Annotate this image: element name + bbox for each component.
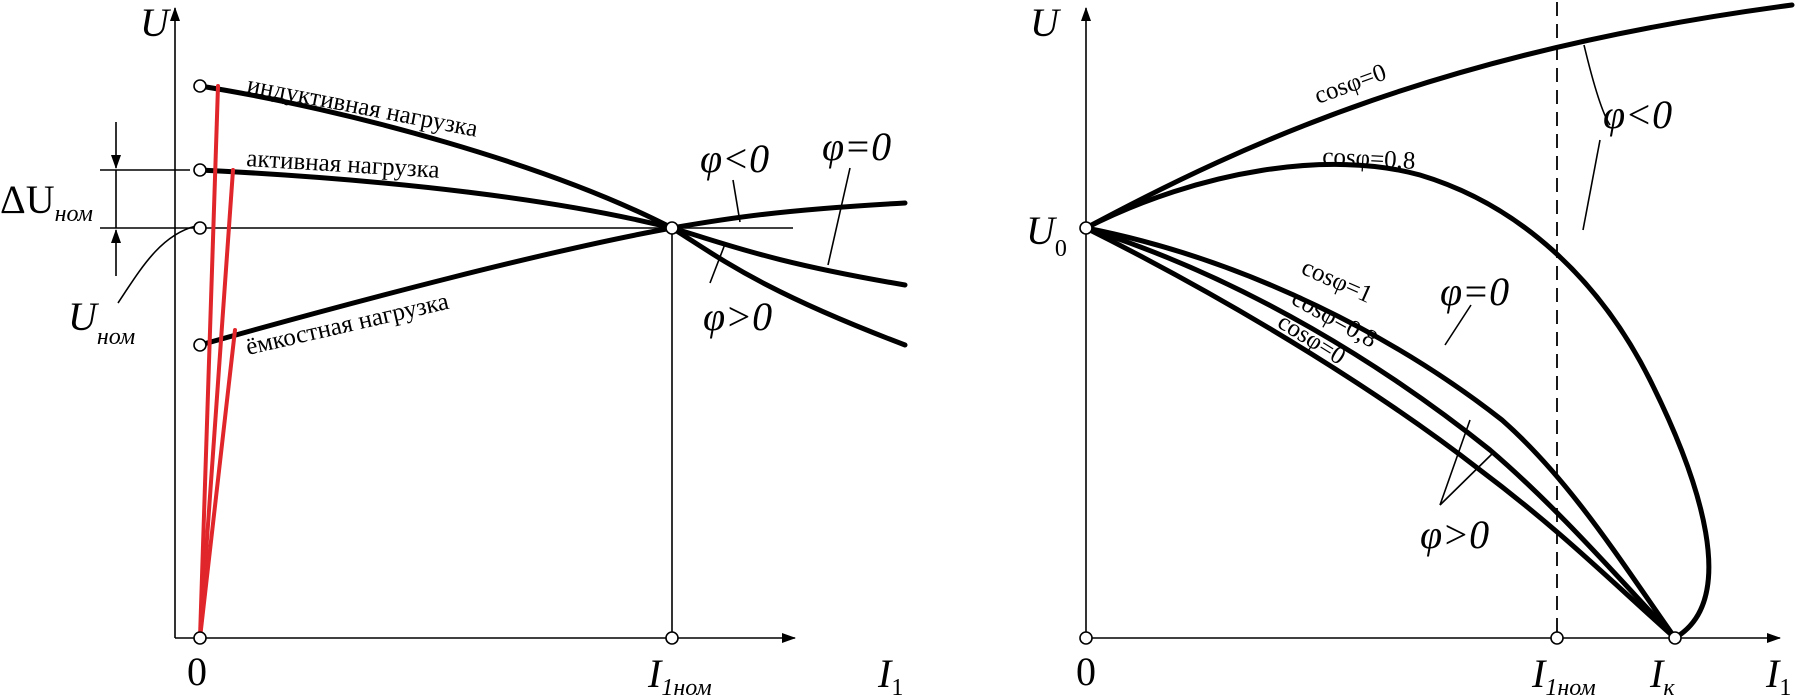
left-point-active bbox=[193, 163, 207, 177]
left-phi-neg-label: φ<0 bbox=[700, 136, 769, 181]
right-phi-pos-leader-1 bbox=[1439, 419, 1471, 506]
cos0-top-label: cosφ=0 bbox=[1311, 59, 1390, 110]
cos08-bottom-curve bbox=[1083, 225, 1678, 641]
right-phi-pos-leader-2 bbox=[1439, 451, 1495, 506]
cos08-top-label: cosφ=0,8 bbox=[1322, 143, 1416, 175]
phi-pos-leader-left bbox=[709, 243, 726, 284]
right-x-axis-label: I1 bbox=[1765, 651, 1791, 697]
delta-u-label: ΔUном bbox=[0, 177, 93, 227]
right-phi-zero-label: φ=0 bbox=[1440, 269, 1509, 314]
left-phi-pos-label: φ>0 bbox=[703, 294, 772, 339]
red-vector-inductive bbox=[198, 84, 220, 640]
left-point-i1nom bbox=[665, 631, 679, 645]
right-phi-neg-leader-2 bbox=[1582, 139, 1601, 231]
right-point-origin bbox=[1079, 631, 1093, 645]
inductive-load-curve bbox=[197, 83, 908, 348]
red-vector-capacitive bbox=[198, 328, 237, 640]
inductive-load-label: индуктивная нагрузка bbox=[245, 71, 480, 142]
cos08-top-curve bbox=[1083, 161, 1712, 641]
left-point-capacitive bbox=[193, 338, 207, 352]
left-point-inductive bbox=[193, 79, 207, 93]
left-point-unom bbox=[193, 221, 207, 235]
right-phi-zero-leader bbox=[1444, 304, 1472, 346]
ik-label: Iк bbox=[1649, 651, 1675, 697]
unom-leader bbox=[117, 225, 197, 304]
phi-zero-leader-left bbox=[827, 167, 851, 266]
left-point-origin bbox=[193, 631, 207, 645]
cos0-bottom-curve bbox=[1083, 225, 1678, 641]
phi-neg-leader-left bbox=[732, 179, 741, 223]
red-vector-active bbox=[198, 168, 235, 640]
left-x-axis-label: I1 bbox=[877, 651, 903, 697]
left-phi-zero-label: φ=0 bbox=[822, 124, 891, 169]
right-phi-pos-label: φ>0 bbox=[1420, 512, 1489, 557]
left-point-nominal bbox=[665, 221, 679, 235]
right-y-axis-label: U bbox=[1030, 0, 1062, 45]
unom-label: Uном bbox=[68, 294, 135, 350]
left-y-axis-label: U bbox=[140, 0, 172, 45]
right-diagram: U I1 0 U0 I1ном Iк cosφ=0 cosφ=0,8 cosφ=… bbox=[1026, 0, 1795, 697]
right-origin-label: 0 bbox=[1076, 649, 1096, 694]
right-i1nom-label: I1ном bbox=[1531, 651, 1596, 697]
right-point-i1nom bbox=[1550, 631, 1564, 645]
left-i1nom-label: I1ном bbox=[647, 651, 712, 697]
cos1-curve bbox=[1083, 225, 1678, 641]
right-phi-neg-label: φ<0 bbox=[1603, 92, 1672, 137]
right-point-ik bbox=[1668, 631, 1682, 645]
right-phi-neg-leader bbox=[1583, 44, 1611, 126]
right-point-u0 bbox=[1079, 221, 1093, 235]
active-load-curve bbox=[197, 167, 908, 288]
cos0-top-curve bbox=[1083, 2, 1795, 231]
u0-label: U0 bbox=[1026, 208, 1067, 262]
left-diagram: U I1 0 I1ном ΔUном Uном индуктивная нагр… bbox=[0, 0, 908, 697]
capacitive-load-curve bbox=[197, 200, 908, 348]
left-origin-label: 0 bbox=[187, 649, 207, 694]
